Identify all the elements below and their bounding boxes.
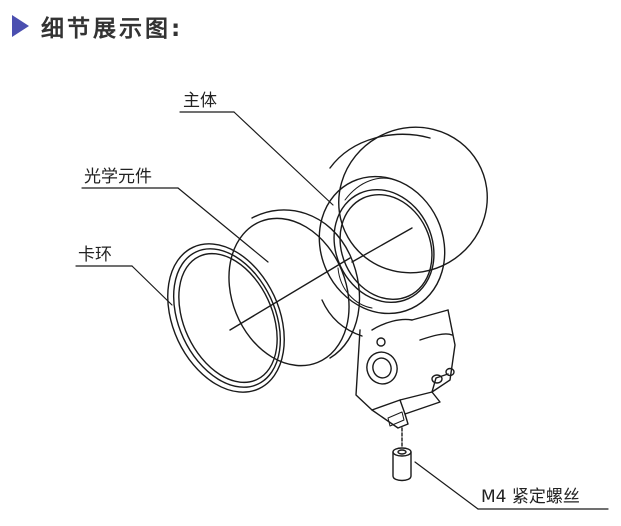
main-body-part	[318, 126, 488, 429]
label-main-body: 主体	[183, 91, 217, 111]
section-header: 细节展示图:	[12, 8, 183, 44]
label-set-screw: M4 紧定螺丝	[481, 487, 580, 507]
leader-lines	[75, 111, 609, 510]
label-clamp-ring: 卡环	[78, 245, 112, 265]
set-screw-part	[392, 427, 412, 482]
triangle-bullet-icon	[12, 15, 29, 37]
clamp-ring-part	[167, 243, 285, 393]
section-title: 细节展示图:	[41, 16, 184, 42]
label-optical-element: 光学元件	[84, 167, 152, 187]
optical-element-part	[228, 209, 361, 367]
